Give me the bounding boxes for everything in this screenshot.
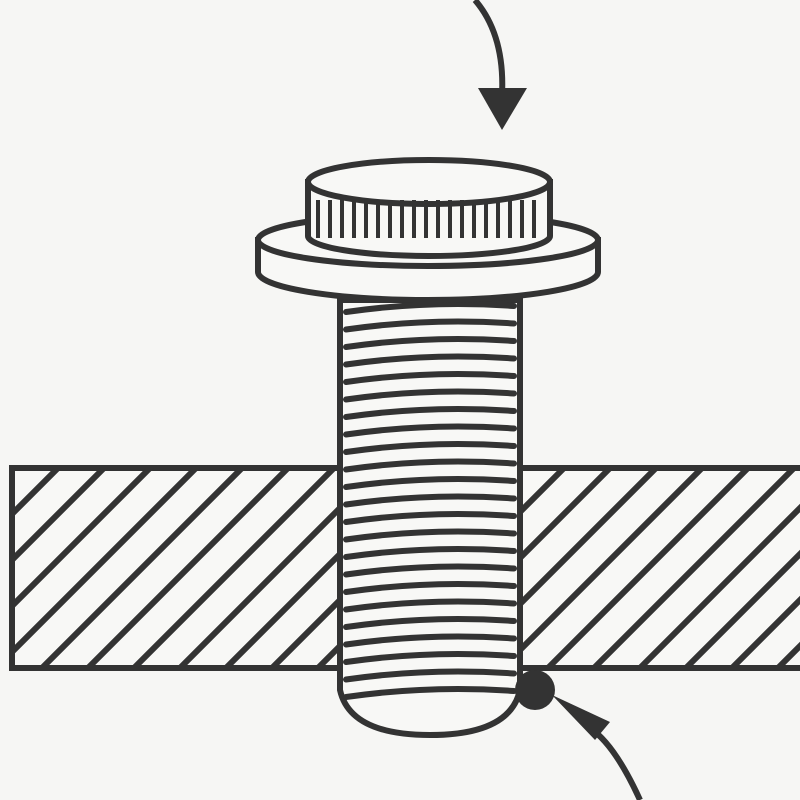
thread-line: [343, 406, 517, 420]
hatch-line: [12, 468, 155, 611]
thread-line: [343, 686, 517, 700]
arrow-down: [472, 0, 527, 130]
threaded-shaft: [337, 297, 523, 739]
thread-line: [343, 511, 517, 525]
thread-line: [343, 598, 517, 613]
thread-line: [343, 423, 517, 438]
hatch-line: [497, 468, 707, 668]
hatch-line: [681, 549, 800, 668]
thread-line: [343, 493, 517, 508]
hatch-line: [12, 468, 63, 519]
thread-line: [343, 441, 517, 455]
hatch-line: [129, 468, 339, 668]
thread-line: [343, 528, 517, 543]
hatch-line: [635, 503, 800, 668]
arrowhead-icon: [552, 695, 610, 740]
thread-line: [343, 388, 517, 403]
hatch-line: [12, 468, 109, 565]
thread-line: [343, 353, 517, 368]
thread-line: [343, 563, 517, 578]
thread-line: [343, 371, 517, 385]
thread-line: [343, 581, 517, 595]
thread-line: [343, 668, 517, 683]
thread-line: [343, 616, 517, 630]
thread-line: [343, 476, 517, 490]
hatch-line: [543, 468, 753, 668]
hatch-line: [83, 468, 293, 668]
hatch-line: [37, 468, 247, 668]
knurled-cap: [305, 157, 553, 259]
hatch-line: [727, 595, 800, 668]
thread-line: [343, 651, 517, 665]
arrowhead-icon: [478, 88, 527, 130]
thread-line: [343, 633, 517, 648]
hatch-line: [589, 468, 799, 668]
thread-line: [343, 318, 517, 333]
arrow-to-weld: [552, 695, 643, 800]
thread-line: [343, 458, 517, 473]
thread-line: [343, 546, 517, 560]
thread-line: [343, 336, 517, 350]
weld-point: [515, 670, 555, 710]
thread-line: [343, 301, 517, 315]
hatch-line: [12, 468, 201, 657]
